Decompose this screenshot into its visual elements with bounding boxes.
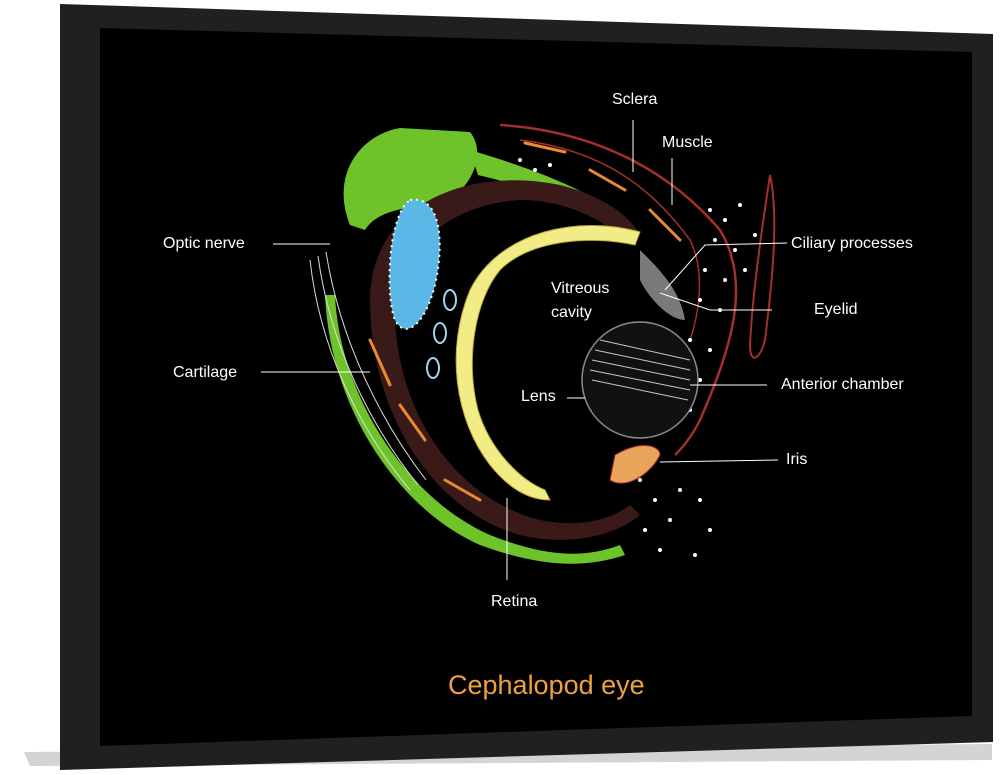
ganglion-oval-3 — [426, 357, 440, 379]
sclera-line-inner — [519, 139, 701, 341]
label-muscle: Muscle — [662, 134, 713, 151]
label-lens: Lens — [521, 388, 556, 405]
label-vitreous-line2: cavity — [551, 304, 592, 321]
muscle-fibers — [368, 141, 682, 502]
sclera-line-outer — [499, 123, 738, 456]
retina-layer — [455, 224, 641, 501]
eye-wall-band — [370, 180, 640, 540]
diagram-title: Cephalopod eye — [448, 670, 645, 700]
label-eyelid: Eyelid — [814, 301, 858, 318]
cartilage-stripes — [309, 251, 427, 491]
canvas-background — [100, 28, 972, 746]
lens-striations — [589, 339, 691, 401]
ganglion-oval-1 — [443, 289, 457, 311]
optic-lobe — [388, 198, 441, 330]
label-sclera: Sclera — [612, 91, 658, 108]
label-ciliary-processes: Ciliary processes — [791, 235, 913, 252]
iris — [609, 445, 661, 484]
eyelid-outline — [748, 174, 776, 359]
label-retina: Retina — [491, 593, 538, 610]
ciliary-body — [640, 250, 685, 320]
label-cartilage: Cartilage — [173, 364, 238, 381]
label-anterior-chamber: Anterior chamber — [781, 376, 904, 393]
ganglion-oval-2 — [433, 322, 447, 344]
label-iris: Iris — [786, 451, 808, 468]
label-vitreous-line1: Vitreous — [551, 280, 610, 297]
green-tissue-upper — [343, 128, 478, 230]
label-optic-nerve: Optic nerve — [163, 235, 245, 252]
leader-lines — [261, 120, 788, 580]
